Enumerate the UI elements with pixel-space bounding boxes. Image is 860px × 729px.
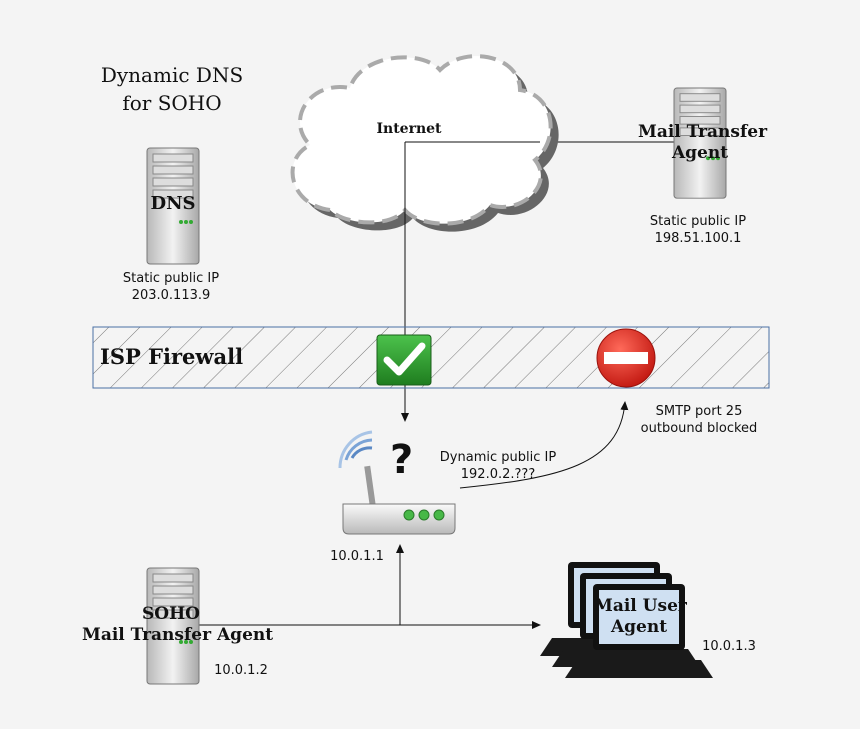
router-ip-caption: Dynamic public IP [439, 450, 557, 465]
red-no-entry-icon [596, 328, 656, 388]
mua-ip: 10.0.1.3 [702, 639, 756, 654]
cloud-icon [290, 54, 559, 232]
dns-ip-info: Static public IP 203.0.113.9 [106, 270, 236, 304]
mta-remote-label: Mail Transfer Agent [638, 122, 768, 164]
firewall-label: ISP Firewall [100, 344, 244, 369]
router-public-ip: 192.0.2.??? [460, 467, 536, 482]
smtp-block-annotation: SMTP port 25 outbound blocked [630, 403, 768, 437]
title-line-1: Dynamic DNS [100, 63, 244, 87]
mta-remote-label-line-2: Agent [671, 143, 729, 163]
mua-label: Mail User Agent [594, 596, 687, 638]
soho-mta-label-line-2: Mail Transfer Agent [82, 625, 274, 645]
mua-label-line-2: Agent [610, 617, 668, 637]
dns-ip-caption: Static public IP [122, 271, 220, 286]
soho-mta-label-line-1: SOHO [142, 604, 200, 624]
router-local-ip: 10.0.1.1 [330, 549, 384, 564]
wifi-router-icon [338, 430, 456, 535]
blocked-smtp-path [459, 401, 629, 489]
router-question-mark: ? [390, 437, 414, 483]
mta-remote-ip-info: Static public IP 198.51.100.1 [632, 213, 764, 247]
mta-remote-ip: 198.51.100.1 [654, 231, 742, 246]
diagram-title: Dynamic DNS for SOHO [92, 61, 252, 117]
dns-ip: 203.0.113.9 [131, 288, 211, 303]
smtp-block-line-2: outbound blocked [640, 421, 758, 436]
dns-label: DNS [150, 193, 196, 214]
router-public-ip-info: Dynamic public IP 192.0.2.??? [430, 449, 566, 483]
soho-mta-ip: 10.0.1.2 [214, 663, 268, 678]
soho-mta-label: SOHO Mail Transfer Agent [82, 604, 274, 646]
title-line-2: for SOHO [122, 91, 222, 115]
mta-remote-label-line-1: Mail Transfer [638, 122, 768, 142]
smtp-block-line-1: SMTP port 25 [655, 404, 743, 419]
green-checkmark-icon [376, 334, 432, 386]
internet-label: Internet [376, 121, 442, 137]
mua-label-line-1: Mail User [594, 596, 687, 616]
mta-remote-ip-caption: Static public IP [649, 214, 747, 229]
